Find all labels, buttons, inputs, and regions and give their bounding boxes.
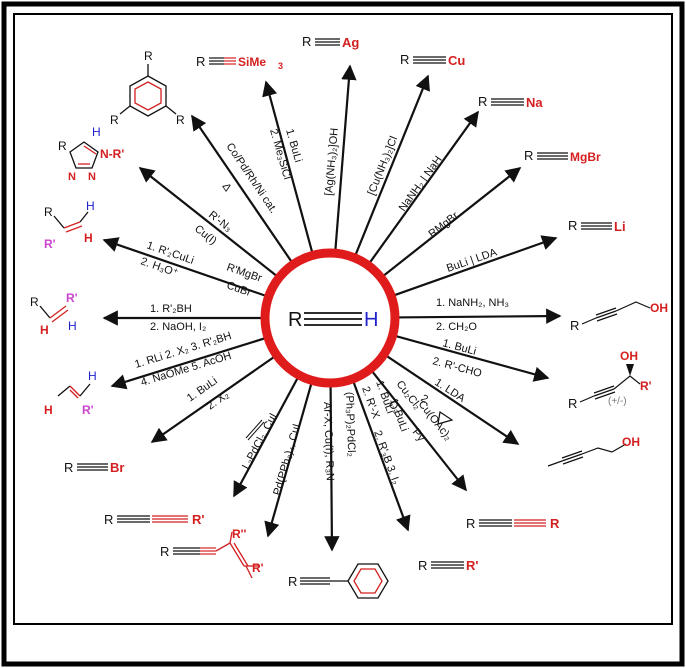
product-propargyl-alcohol: R OH	[570, 301, 668, 333]
product-internal-alkyne: R R'	[418, 558, 478, 573]
svg-text:R': R'	[252, 561, 264, 575]
svg-text:R': R'	[466, 558, 478, 573]
cond-propargyl-2: 2. CH₂O	[436, 321, 477, 333]
svg-text:H: H	[68, 319, 77, 333]
svg-text:N: N	[88, 171, 96, 183]
svg-text:OH: OH	[622, 435, 640, 449]
svg-text:H: H	[86, 199, 95, 213]
product-cis-alkene: R H R' H	[30, 291, 78, 337]
svg-text:Na: Na	[526, 95, 543, 110]
center-ring	[260, 248, 400, 388]
product-mgbr: R MgBr	[524, 148, 601, 164]
svg-text:R: R	[568, 218, 577, 233]
center-r: R	[288, 309, 302, 331]
svg-text:R'': R''	[232, 527, 247, 541]
svg-text:R: R	[144, 49, 153, 63]
svg-text:R: R	[160, 544, 169, 559]
svg-text:R: R	[524, 148, 533, 163]
svg-text:H: H	[84, 231, 93, 245]
product-benzene: R R R	[110, 49, 185, 127]
center-alkyne: R H	[288, 309, 378, 331]
svg-text:Cu: Cu	[448, 53, 465, 68]
cond-cis-1: 1. R'₂BH	[150, 303, 192, 315]
svg-text:R: R	[478, 94, 487, 109]
svg-text:H: H	[40, 323, 49, 337]
product-ag: R Ag	[302, 34, 359, 50]
product-trans-alkene: H H R'	[44, 369, 97, 417]
svg-text:H: H	[92, 125, 101, 139]
svg-text:H: H	[88, 369, 97, 383]
svg-text:N-R': N-R'	[100, 147, 124, 161]
svg-text:R: R	[196, 54, 205, 69]
product-bromoalkyne: R Br	[64, 460, 124, 475]
cond-enyne: Pd(PPh₃)₄, CuI	[271, 423, 303, 497]
cond-vinyl-4: CuBr	[225, 279, 253, 299]
svg-text:R: R	[288, 574, 297, 589]
svg-text:R: R	[58, 139, 67, 153]
svg-text:Ag: Ag	[342, 35, 359, 50]
svg-text:N: N	[68, 171, 76, 183]
center-h: H	[364, 309, 378, 331]
svg-text:3: 3	[278, 61, 283, 71]
svg-text:R: R	[400, 52, 409, 67]
svg-text:R: R	[110, 113, 119, 127]
cond-benzene-2: Δ	[220, 181, 234, 194]
product-diyne-unsym: R R'	[104, 512, 204, 527]
product-cu: R Cu	[400, 52, 465, 68]
product-li: R Li	[568, 218, 626, 234]
cond-internal-d: 2. R'₃B 3. I₂	[371, 429, 402, 486]
svg-text:R': R'	[640, 379, 652, 393]
cond-diphenyl-a: (Ph₃P)₂PdCl₂	[343, 392, 357, 457]
svg-text:R: R	[568, 396, 577, 411]
svg-text:Li: Li	[614, 219, 626, 234]
product-secondary-alcohol: R OH R' (+/-)	[568, 349, 652, 411]
product-vinyl: R H R' H	[44, 199, 95, 251]
svg-text:R': R'	[192, 512, 204, 527]
svg-text:R: R	[64, 460, 73, 475]
svg-text:(+/-): (+/-)	[608, 396, 627, 407]
benzene-ring-icon	[347, 563, 389, 599]
cond-na: NaNH₂ | NaH	[397, 154, 445, 214]
cond-propargyl-1: 1. NaNH₂, NH₃	[436, 297, 509, 309]
bromoalkyne-reagent-icon	[245, 419, 265, 441]
svg-text:OH: OH	[620, 349, 638, 363]
svg-text:OH: OH	[650, 301, 668, 315]
svg-text:R': R'	[66, 291, 78, 305]
benzene-ring-icon	[129, 75, 167, 117]
svg-text:R: R	[176, 113, 185, 127]
product-triazole: H N-R' N N R	[58, 125, 124, 183]
svg-text:MgBr: MgBr	[570, 150, 601, 164]
epoxide-icon	[437, 410, 454, 425]
cond-diphenyl-b: Ar-X, Cu(I), R₃N	[321, 402, 336, 481]
cond-diyne-sym-d: Py	[410, 426, 428, 444]
product-tms: R SiMe 3	[196, 54, 283, 71]
cond-ag: [Ag(NH₃)₂]OH	[323, 127, 341, 196]
product-diphenylalkyne: R	[288, 563, 389, 599]
product-enyne: R R'' R'	[160, 527, 264, 579]
svg-text:R: R	[104, 512, 113, 527]
svg-text:R: R	[30, 295, 39, 309]
svg-text:R: R	[570, 318, 579, 333]
inner-frame	[13, 13, 673, 625]
product-homopropargyl-alcohol: OH	[547, 435, 640, 467]
svg-text:R': R'	[82, 403, 94, 417]
svg-text:R: R	[466, 516, 475, 531]
cond-diyne-unsym: L₂PdCl₂, CuI	[240, 411, 280, 471]
product-diyne-sym: R R	[466, 516, 560, 531]
svg-text:R: R	[44, 205, 53, 219]
svg-text:R: R	[550, 516, 560, 531]
product-na: R Na	[478, 94, 543, 110]
svg-text:R': R'	[44, 237, 56, 251]
svg-text:SiMe: SiMe	[238, 55, 266, 69]
cond-mgbr: RMgBr	[426, 210, 461, 241]
cond-cis-2: 2. NaOH, I₂	[150, 321, 206, 333]
svg-text:Br: Br	[110, 460, 124, 475]
svg-text:H: H	[44, 403, 53, 417]
svg-text:R: R	[418, 558, 427, 573]
svg-text:R: R	[302, 34, 311, 49]
